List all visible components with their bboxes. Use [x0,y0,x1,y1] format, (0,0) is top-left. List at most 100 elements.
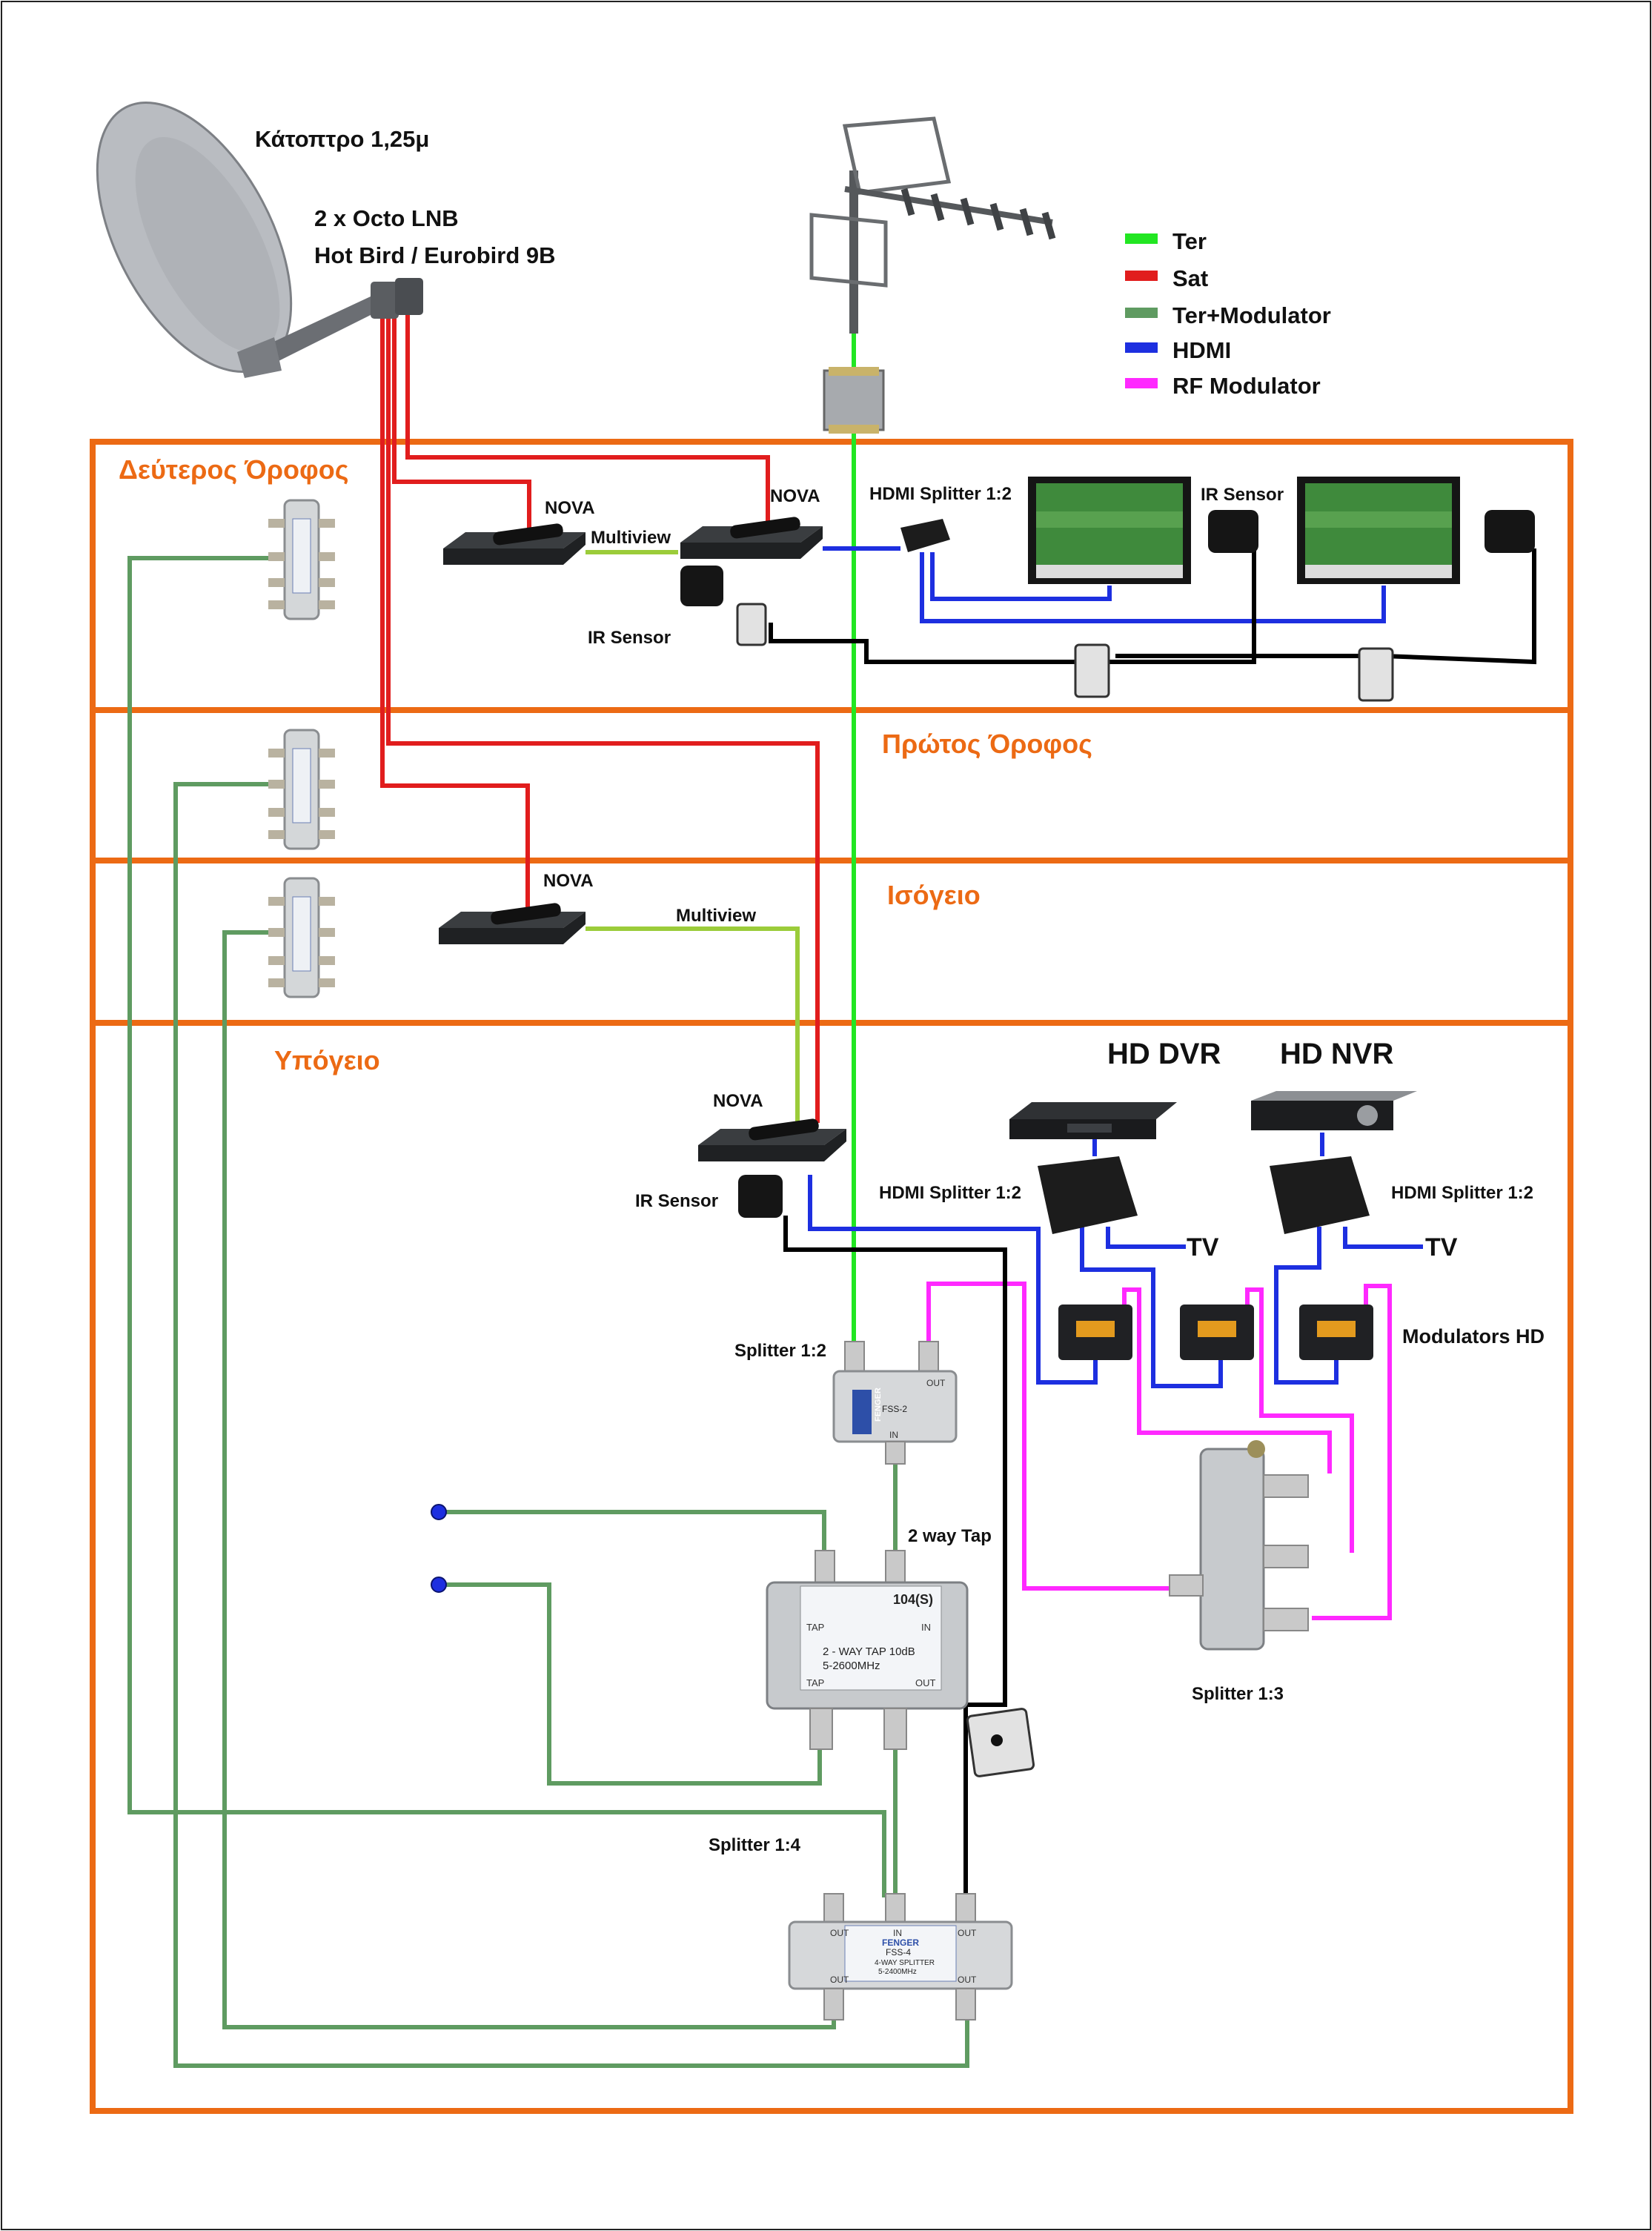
modulator-display [1076,1321,1115,1337]
outlet-point-1 [431,1504,447,1520]
splitter13-out-port-3 [1263,1608,1309,1631]
multiswitch-ports [268,897,335,987]
splitter-1-2-icon [832,1341,958,1465]
ir-extender-2-icon [1358,647,1394,702]
floor-label-basement: Υπόγειο [274,1045,380,1075]
ir-sensor-eye [680,566,723,606]
legend-swatch-ter-modulator [1125,308,1158,318]
multiswitch-label [292,896,311,972]
tap-port-tap-top: TAP [806,1622,824,1633]
nova-2-label: NOVA [770,486,820,506]
ir-extender-body [1074,643,1110,698]
ir-sensor-eye [1208,510,1258,553]
multiview-ground [586,926,800,1127]
hdmi-splitter-dvr-icon [1038,1156,1138,1234]
tap-spec-line1: 2 - WAY TAP 10dB [823,1645,915,1658]
hd-modulator-2-icon [1180,1305,1254,1360]
cable-outlet2-to-tap [439,1582,822,1786]
splitter-1-3-icon [1169,1440,1309,1651]
hd-dvr-icon [1009,1102,1177,1139]
splitter14-spec: 4-WAY SPLITTER [875,1959,935,1967]
hdmi-splitter-body [900,519,950,552]
receiver-front [698,1129,846,1161]
antenna-element-3 [960,197,975,226]
splitter14-label-plate [844,1925,957,1982]
splitter-port-out-bottom [885,1441,906,1465]
splitter14-port-bottom-1 [823,1988,844,2021]
dish-arm [259,296,378,367]
antenna-element-2 [930,193,945,222]
amplifier-body [823,369,885,431]
hdmi-cables [808,546,1423,1388]
hd-dvr-label: HD DVR [1107,1038,1221,1070]
cable-floor1-to-splitter14 [173,782,969,2068]
hdmi-splitter-body [1270,1156,1370,1234]
floor-boxes [90,439,1573,2114]
tv-nvr-label: TV [1425,1233,1458,1262]
legend-label-ter-modulator: Ter+Modulator [1172,302,1331,328]
splitter14-port-top-1 [823,1893,844,1924]
ir-extender-to-sensor-tv2 [1115,548,1536,665]
hd-modulator-3-icon [1299,1305,1373,1360]
rf-splitter12-to-splitter13 [926,1282,1172,1591]
legend-label-ter: Ter [1172,228,1207,254]
floor-label-ground: Ισόγειο [887,880,981,910]
rf-modulator-cables [926,1282,1392,1620]
two-way-tap-label: 2 way Tap [908,1526,992,1546]
hdmi-splitter-label-floor2: HDMI Splitter 1:2 [869,484,1012,504]
ir-sensor-label-floor2-box: IR Sensor [588,628,671,648]
nova-1-label: NOVA [545,498,595,518]
dish-shade [135,136,280,353]
multiview-cables [586,550,800,1127]
hdmi-dvr-splitter-to-modulator [1080,1227,1223,1388]
splitter-port-in-top-left [844,1341,865,1372]
tv-pitch-stripe [1305,511,1452,528]
hdmi-splitter-floor2-icon [900,519,950,552]
modulator-display [1198,1321,1236,1337]
splitter14-port-out-bl: OUT [830,1975,849,1985]
antenna-amplifier-icon [823,367,885,434]
legend-label-rf-modulator: RF Modulator [1172,373,1321,399]
hdmi-dvr-splitter-to-tv [1106,1227,1186,1249]
terrestrial-antenna-icon [809,116,1056,334]
tap-port-out: OUT [915,1677,936,1688]
multiswitch-ports [268,519,335,609]
floor-label-second: Δεύτερος Όροφος [119,454,348,485]
tap-port-tap-bottom: TAP [806,1677,824,1688]
splitter14-port-top-2 [885,1893,906,1924]
nova-basement-label: NOVA [713,1091,763,1111]
multiswitch-floor1-icon [268,729,335,850]
lnb-body-1 [371,282,399,319]
splitter12-port-out: OUT [926,1378,946,1388]
tap-model-text: 104(S) [893,1592,933,1607]
splitter12-brand: FENGER [874,1388,883,1422]
ir-extender [736,603,767,646]
tv-info-bar [1036,565,1183,578]
legend-label-hdmi: HDMI [1172,337,1231,363]
multiview-label-floor2: Multiview [591,528,671,548]
receiver-front [439,912,586,944]
antenna-element-4 [989,202,1004,231]
nvr-dial [1357,1105,1378,1126]
splitter14-port-out-br: OUT [958,1975,977,1985]
hdmi-splitter-to-tv2 [920,552,1386,623]
splitter13-body [1199,1448,1265,1651]
hd-nvr-label: HD NVR [1280,1038,1393,1070]
modulators-label: Modulators HD [1402,1325,1545,1347]
remote-control [749,1118,819,1141]
ir-sensor-floor2-box-icon [680,566,767,646]
tap-port-in: IN [921,1622,931,1633]
legend-label-sat: Sat [1172,265,1208,291]
nova-receiver-2-icon [680,517,823,559]
lnb-label: 2 x Octo LNB [314,205,459,231]
multiview-label-ground: Multiview [676,906,756,926]
legend-swatch-rf-modulator [1125,378,1158,388]
ir-sensor-eye [738,1175,783,1218]
ir-sensor-basement-to-extender [783,1216,1007,1912]
multiswitch-label [292,518,311,594]
tap-port-top-left [815,1550,835,1585]
sat-cable-to-basement-nova [386,315,820,1123]
satellite-dish-icon [96,101,423,378]
receiver-front [680,526,823,559]
remote-control [493,523,563,546]
